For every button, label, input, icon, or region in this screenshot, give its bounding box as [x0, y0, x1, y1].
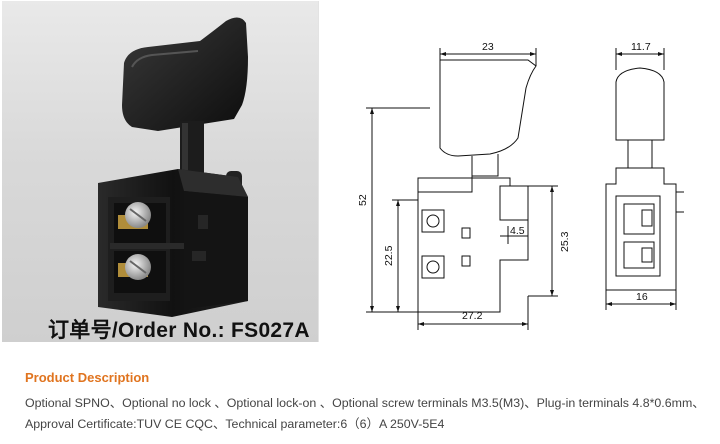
side-body-outline — [605, 167, 677, 291]
dim-side-top: 11.7 — [631, 41, 651, 53]
body-outline — [417, 177, 529, 313]
terminal-hole-1 — [421, 209, 445, 233]
description-line-approval: Approval Certificate:TUV CE CQC、Technica… — [25, 417, 445, 431]
trigger-outline — [439, 59, 537, 157]
switch-photo-illustration — [98, 17, 248, 317]
dim-height-mid: 22.5 — [383, 245, 395, 266]
dim-terminal-offset: 4.5 — [510, 225, 525, 237]
dim-base-width: 27.2 — [462, 310, 483, 322]
product-photo — [2, 1, 319, 342]
side-trigger-outline — [615, 67, 665, 141]
technical-drawing: 23 52 22.5 4.5 25.3 27.2 11.7 16 — [357, 41, 684, 330]
dim-side-base: 16 — [636, 291, 648, 303]
dim-height-right: 25.3 — [559, 231, 571, 252]
description-line-options: Optional SPNO、Optional no lock 、Optional… — [25, 396, 705, 410]
dim-width-top: 23 — [482, 41, 494, 53]
terminal-hole-2 — [421, 255, 445, 279]
order-number-label: 订单号/Order No.: FS027A — [48, 319, 310, 342]
dim-height-total: 52 — [357, 194, 369, 206]
product-description-title: Product Description — [25, 370, 150, 385]
